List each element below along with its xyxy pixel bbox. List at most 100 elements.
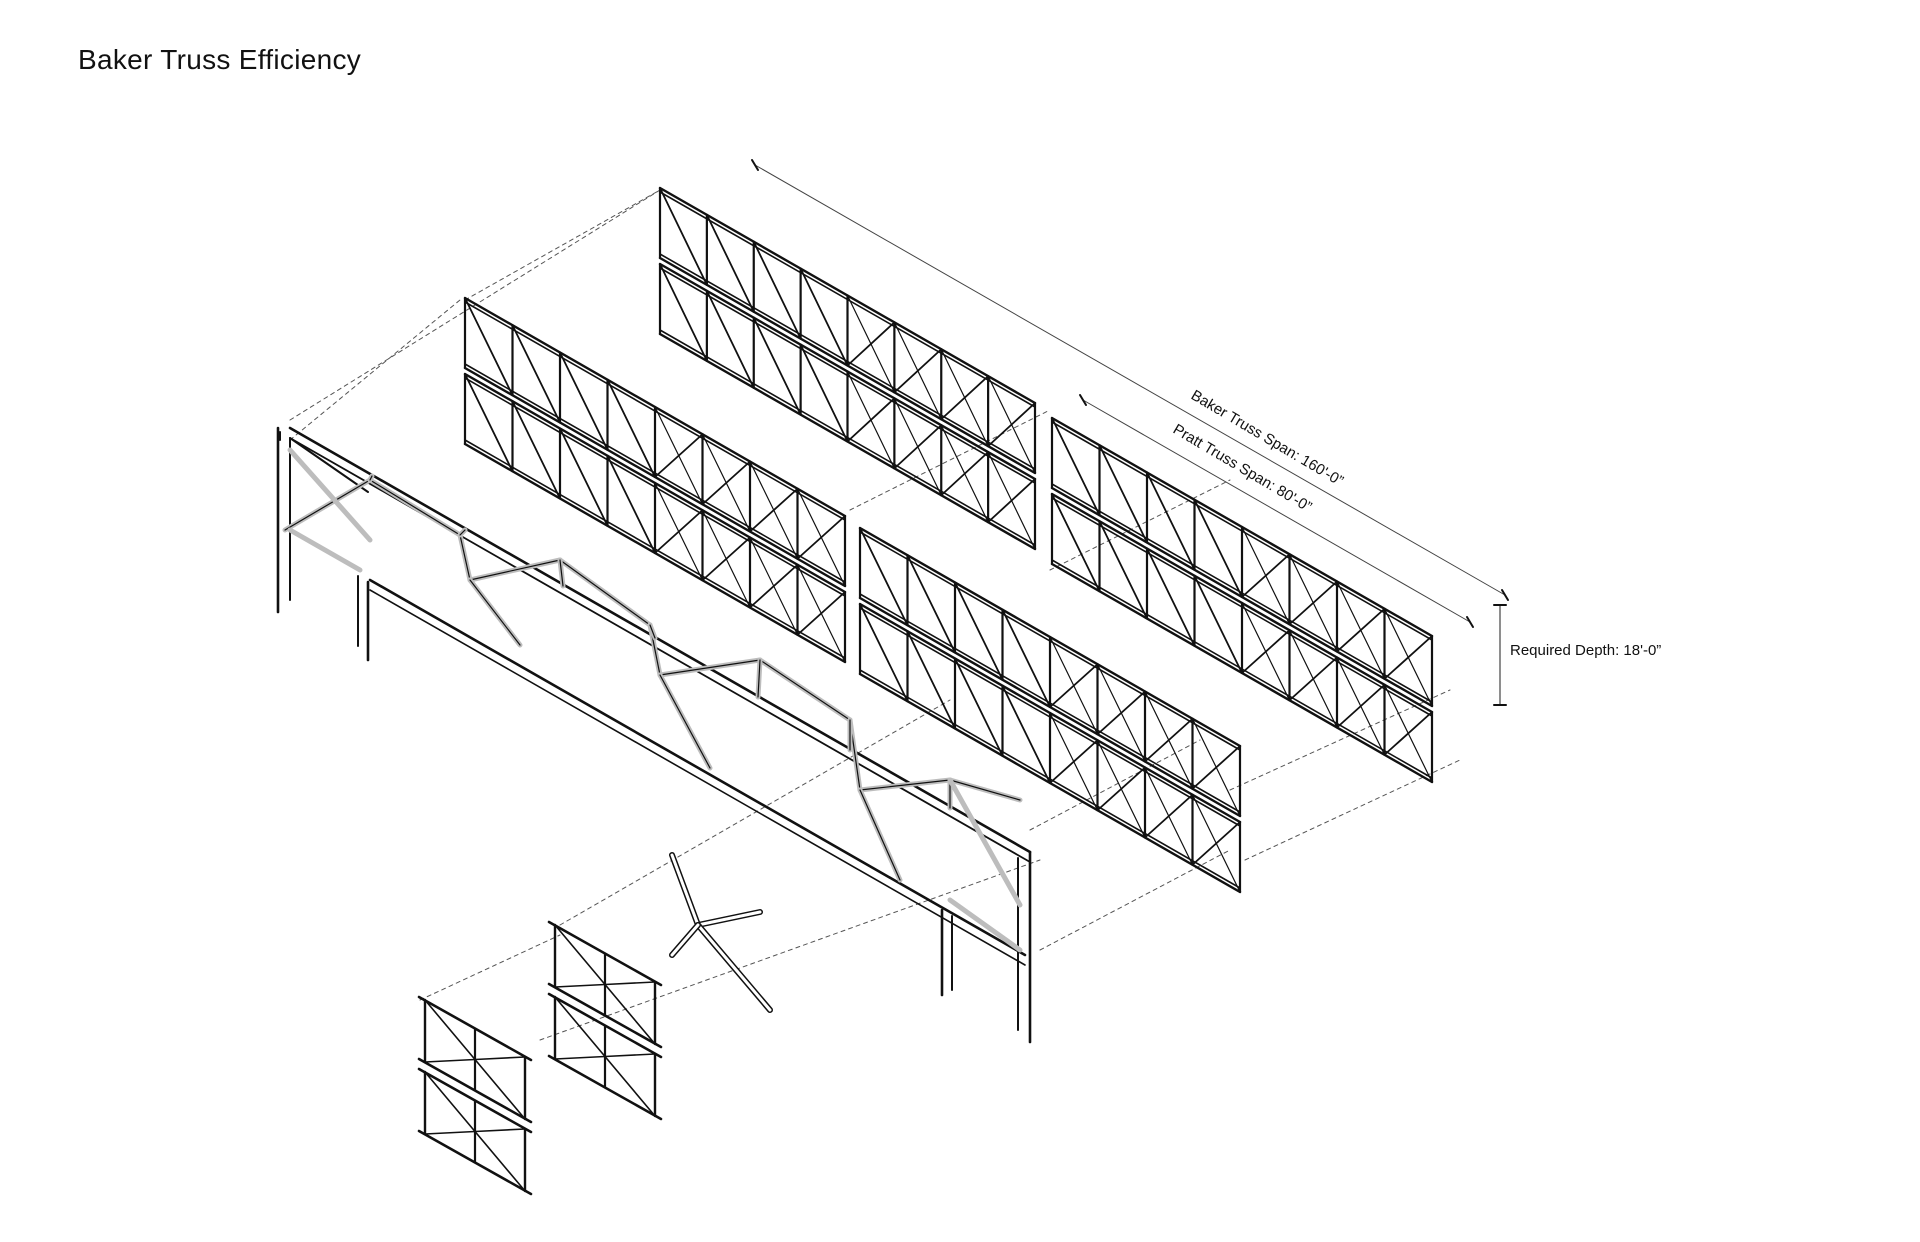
- guide-line: [464, 189, 661, 301]
- diagonal-member: [906, 630, 956, 730]
- dimension-tick: [1079, 394, 1087, 406]
- baker-end-brace-left-2: [287, 527, 363, 573]
- baker-bottom-chord-inner: [369, 589, 1026, 966]
- diagonal-member: [799, 343, 849, 443]
- required-depth-label: Required Depth: 18'-0”: [1510, 642, 1661, 659]
- dimension-tick: [751, 159, 759, 171]
- baker-lattice-edge: [949, 779, 1021, 801]
- small-frame-diagonal: [424, 1130, 476, 1135]
- baker-lattice-edge: [369, 479, 461, 536]
- diagonal-member: [606, 378, 656, 478]
- small-frame-diagonal: [554, 1055, 606, 1060]
- pratt-truss-mid-left: [463, 296, 847, 664]
- baker-web-edge: [757, 659, 761, 698]
- small-frame-diagonal: [474, 1128, 526, 1133]
- diagonal-member: [906, 554, 956, 654]
- pratt-panel-upper: [463, 296, 847, 588]
- pratt-panel-lower: [658, 262, 1037, 551]
- diagram-title: Baker Truss Efficiency: [78, 44, 362, 75]
- pratt-truss-back-left: [658, 186, 1037, 551]
- diagonal-member: [511, 400, 561, 500]
- pratt-panel-upper: [858, 526, 1242, 818]
- guide-line: [1229, 689, 1451, 791]
- small-frame-diagonal: [474, 1058, 526, 1120]
- diagonal-member: [749, 460, 799, 560]
- baker-lower-web-edge: [659, 674, 711, 769]
- baker-web-edge: [649, 624, 656, 639]
- diagonal-member: [1146, 471, 1196, 571]
- exploded-frame-front: [417, 995, 533, 1196]
- diagonal-member: [859, 527, 909, 627]
- baker-lattice-edge: [469, 559, 561, 581]
- diagonal-member: [1051, 493, 1101, 593]
- guide-line: [1244, 759, 1461, 861]
- exploded-node-connector: [669, 852, 773, 1013]
- guide-line: [1029, 739, 1201, 831]
- baker-lattice-edge: [559, 559, 651, 626]
- diagonal-member: [464, 373, 514, 473]
- diagonal-member: [654, 406, 704, 505]
- diagonal-member: [1288, 629, 1338, 729]
- diagonal-member: [846, 294, 895, 393]
- baker-lower-web-edge: [859, 789, 901, 881]
- diagonal-member: [559, 351, 609, 451]
- diagonal-member: [752, 316, 802, 416]
- diagonal-member: [701, 509, 751, 609]
- diagonal-member: [799, 267, 849, 367]
- baker-end-rail-left: [289, 437, 369, 493]
- diagonal-member: [1336, 580, 1386, 680]
- guide-line: [1049, 479, 1231, 571]
- diagonal-member: [1193, 574, 1243, 674]
- diagonal-member: [859, 603, 909, 703]
- baker-top-chord: [288, 426, 1032, 854]
- diagonal-member: [654, 482, 704, 581]
- diagonal-member: [1144, 690, 1194, 790]
- guide-line: [559, 699, 951, 926]
- diagonal-member: [1336, 656, 1386, 756]
- small-frame-diagonal: [474, 1130, 526, 1192]
- exploded-frame-back: [547, 920, 663, 1121]
- diagonal-member: [1051, 417, 1101, 517]
- baker-bottom-chord: [368, 578, 1027, 957]
- diagonal-member: [954, 657, 1004, 757]
- dimension-tick: [1501, 589, 1509, 601]
- diagonal-member: [1001, 608, 1051, 708]
- diagonal-member: [1049, 712, 1099, 811]
- small-frame-diagonal: [604, 983, 656, 1045]
- diagonal-member: [893, 397, 942, 496]
- small-frame-diagonal: [424, 1071, 476, 1133]
- diagonal-member: [846, 370, 895, 469]
- baker-truss: [276, 426, 1032, 1044]
- small-frame-diagonal: [554, 924, 606, 986]
- diagonal-member: [1001, 684, 1051, 784]
- diagonal-member: [954, 581, 1004, 681]
- diagonal-member: [659, 187, 708, 286]
- diagonal-member: [796, 488, 846, 587]
- diagonal-member: [1096, 663, 1146, 763]
- small-frame-diagonal: [424, 1058, 476, 1063]
- baker-lattice-edge: [759, 659, 851, 721]
- baker-web-edge: [559, 559, 564, 587]
- guide-line: [289, 299, 461, 441]
- diagonal-member: [511, 324, 561, 424]
- connector-arm-core: [696, 910, 762, 927]
- pratt-panel-lower: [858, 602, 1242, 894]
- diagonal-member: [705, 213, 755, 313]
- diagonal-member: [1096, 739, 1146, 839]
- baker-end-brace-right: [947, 777, 1023, 908]
- dimension-lines: Baker Truss Span: 160'-0” Pratt Truss Sp…: [751, 159, 1661, 706]
- diagonal-member: [987, 451, 1036, 550]
- connector-arm-core: [670, 853, 700, 927]
- diagonal-member: [1383, 608, 1433, 707]
- small-frame-diagonal: [554, 983, 606, 988]
- pratt-truss-front-right: [858, 526, 1242, 894]
- diagonal-member: [987, 375, 1036, 474]
- guide-line: [1039, 849, 1231, 951]
- small-frame-diagonal: [474, 1056, 526, 1061]
- projection-guide-lines: [289, 189, 1461, 1041]
- diagonal-member: [705, 289, 755, 389]
- diagonal-member: [1241, 526, 1291, 625]
- diagonal-member: [1241, 602, 1291, 701]
- diagonal-member: [796, 564, 846, 663]
